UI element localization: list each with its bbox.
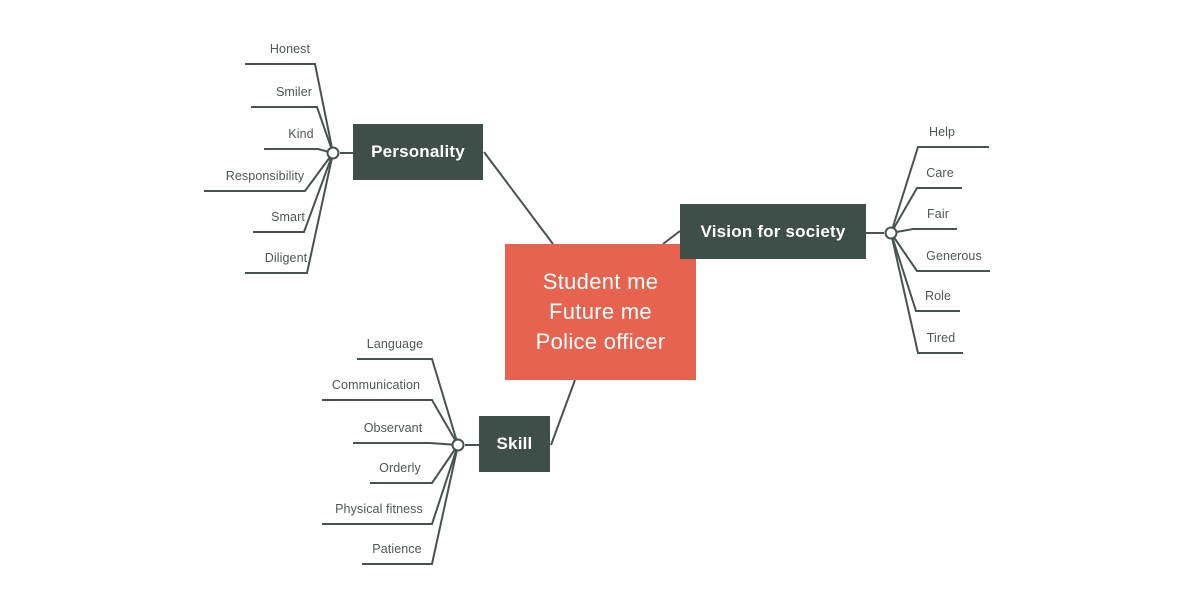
leaf-generous[interactable]: Generous <box>926 249 982 263</box>
branch-node-skill[interactable]: Skill <box>479 416 550 472</box>
leaf-care[interactable]: Care <box>926 166 954 180</box>
leaf-smart[interactable]: Smart <box>271 210 305 224</box>
branch-node-personality[interactable]: Personality <box>353 124 483 180</box>
central-node-line-2: Future me <box>549 299 652 324</box>
leaf-role[interactable]: Role <box>924 289 952 303</box>
leaf-diligent[interactable]: Diligent <box>264 251 308 265</box>
leaf-honest[interactable]: Honest <box>269 42 311 56</box>
central-node-line-3: Police officer <box>535 329 666 354</box>
leaf-orderly[interactable]: Orderly <box>379 461 421 475</box>
leaf-tired[interactable]: Tired <box>926 331 956 345</box>
central-branch-connectors <box>483 151 681 446</box>
leaf-language[interactable]: Language <box>366 337 424 351</box>
skill-leaf-wires <box>322 358 479 565</box>
leaf-kind[interactable]: Kind <box>288 127 314 141</box>
leaf-patience[interactable]: Patience <box>372 542 422 556</box>
leaf-observant[interactable]: Observant <box>363 421 423 435</box>
vision-hub-circle <box>884 226 898 240</box>
personality-leaf-wires <box>204 63 353 274</box>
central-node-line-1: Student me <box>542 269 659 294</box>
leaf-fair[interactable]: Fair <box>927 207 949 221</box>
leaf-responsibility[interactable]: Responsibility <box>225 169 305 183</box>
personality-hub-circle <box>326 146 340 160</box>
leaf-physical-fitness[interactable]: Physical fitness <box>335 502 423 516</box>
leaf-smiler[interactable]: Smiler <box>275 85 313 99</box>
central-node[interactable]: Student me Future me Police officer <box>505 244 696 380</box>
vision-leaf-wires <box>866 146 990 354</box>
branch-node-vision-for-society[interactable]: Vision for society <box>680 204 866 259</box>
leaf-help[interactable]: Help <box>928 125 956 139</box>
leaf-communication[interactable]: Communication <box>331 378 421 392</box>
skill-hub-circle <box>451 438 465 452</box>
